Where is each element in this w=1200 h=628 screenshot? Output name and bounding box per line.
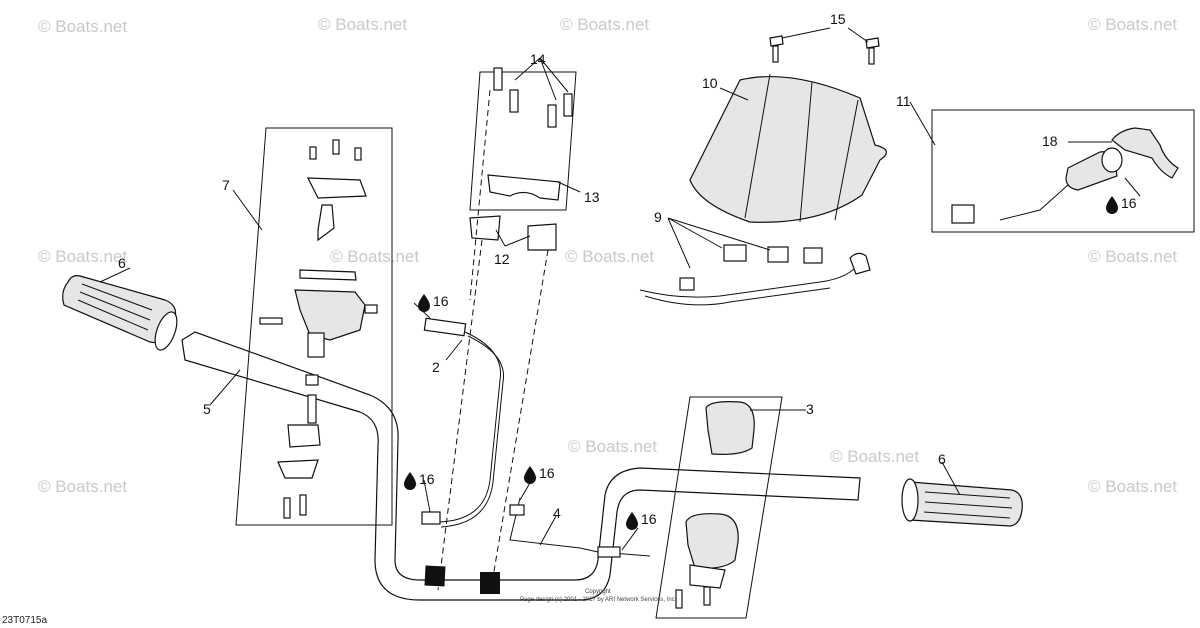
watermark: © Boats.net — [565, 247, 654, 266]
callout-16: 16 — [641, 511, 657, 527]
callout-12: 12 — [494, 251, 510, 267]
oil-drop-icon — [404, 196, 1118, 530]
grip-tape-band — [424, 565, 446, 587]
watermark: © Boats.net — [830, 447, 919, 466]
callout-16: 16 — [419, 471, 435, 487]
riser-clamp-group[interactable] — [437, 67, 577, 596]
callout-5: 5 — [203, 401, 211, 417]
copyright-notice: Page design (c) 2001 - 2017 by ARI Netwo… — [520, 597, 677, 603]
throttle-group[interactable] — [235, 127, 393, 526]
callout-16: 16 — [539, 465, 555, 481]
callout-3: 3 — [806, 401, 814, 417]
grip-tape-band — [480, 572, 500, 594]
watermark: © Boats.net — [38, 17, 127, 36]
clamp-cap[interactable] — [527, 223, 557, 251]
windshield[interactable] — [689, 73, 887, 223]
windshield-screw[interactable] — [865, 37, 880, 65]
watermark: © Boats.net — [568, 437, 657, 456]
throttle-cable[interactable] — [421, 317, 505, 528]
watermark: © Boats.net — [330, 247, 419, 266]
left-grip[interactable] — [62, 275, 182, 353]
watermark: © Boats.net — [1088, 15, 1177, 34]
callout-6: 6 — [118, 255, 126, 271]
callouts: 15 14 10 11 18 16 7 13 9 6 12 16 2 5 3 1… — [118, 11, 1137, 527]
leader-lines — [99, 27, 1141, 551]
brake-lever-group[interactable] — [655, 396, 783, 619]
right-grip[interactable] — [901, 478, 1023, 527]
callout-13: 13 — [584, 189, 600, 205]
watermark: © Boats.net — [560, 15, 649, 34]
watermark: © Boats.net — [1088, 477, 1177, 496]
brake-cable[interactable] — [509, 497, 651, 558]
callout-2: 2 — [432, 359, 440, 375]
callout-10: 10 — [702, 75, 718, 91]
copyright-line: Copyright — [585, 589, 611, 595]
windshield-screw[interactable] — [769, 35, 784, 63]
watermark: © Boats.net — [1088, 247, 1177, 266]
ignition-switch-group[interactable] — [931, 109, 1195, 233]
callout-4: 4 — [553, 505, 561, 521]
callout-18: 18 — [1042, 133, 1058, 149]
callout-7: 7 — [222, 177, 230, 193]
watermark: © Boats.net — [38, 247, 127, 266]
callout-9: 9 — [654, 209, 662, 225]
callout-14: 14 — [530, 51, 546, 67]
watermark: © Boats.net — [38, 477, 127, 496]
watermarks: © Boats.net © Boats.net © Boats.net © Bo… — [38, 15, 1177, 496]
reference-code: 23T0715a — [2, 615, 47, 626]
callout-16: 16 — [433, 293, 449, 309]
callout-16: 16 — [1121, 195, 1137, 211]
callout-6: 6 — [938, 451, 946, 467]
wiring-harness[interactable] — [639, 244, 871, 306]
callout-15: 15 — [830, 11, 846, 27]
watermark: © Boats.net — [318, 15, 407, 34]
clamp-cap[interactable] — [469, 215, 501, 241]
callout-11: 11 — [896, 93, 911, 109]
